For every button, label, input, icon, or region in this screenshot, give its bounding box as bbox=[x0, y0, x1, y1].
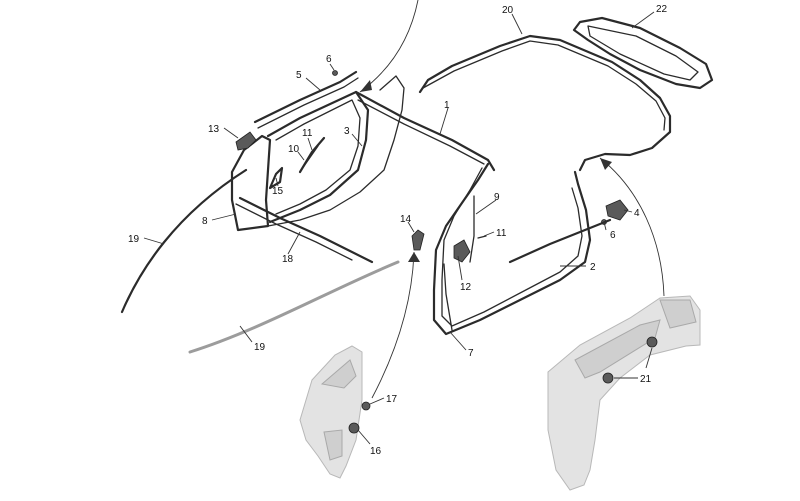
part-18-belt-moulding-edge bbox=[235, 203, 353, 261]
part-2-door-seal-right-sill bbox=[508, 218, 612, 264]
callout-17: 17 bbox=[386, 394, 398, 405]
part-16-nut bbox=[348, 422, 360, 434]
part-2-door-seal-right-inner bbox=[441, 167, 583, 327]
callout-11-left: 11 bbox=[302, 128, 313, 139]
part-18-belt-moulding bbox=[238, 196, 374, 264]
part-20-header-seal-inner bbox=[422, 40, 666, 131]
callout-18: 18 bbox=[282, 254, 294, 265]
part-9-channel bbox=[469, 195, 475, 263]
part-19-upper-moulding bbox=[120, 168, 248, 314]
callout-5: 5 bbox=[296, 70, 302, 81]
callout-2: 2 bbox=[590, 262, 596, 273]
part-1-door-frame-seal-inner bbox=[357, 99, 485, 165]
callout-10: 10 bbox=[288, 144, 300, 155]
callout-15: 15 bbox=[272, 186, 284, 197]
part-8-door-seal-left-outer bbox=[267, 75, 405, 227]
part-5-rail-strip-edge bbox=[257, 77, 359, 129]
part-14-clip bbox=[411, 229, 425, 251]
callout-22: 22 bbox=[656, 4, 668, 15]
callout-3: 3 bbox=[344, 126, 350, 137]
part-4-bracket bbox=[605, 199, 629, 221]
part-17-screw bbox=[361, 401, 371, 411]
callout-16: 16 bbox=[370, 446, 382, 457]
callout-4: 4 bbox=[634, 208, 640, 219]
part-20-header-seal bbox=[418, 34, 672, 172]
part-21-grommet-lower bbox=[602, 372, 614, 384]
part-22-rear-seal bbox=[572, 16, 714, 90]
arrow-to-seal-right bbox=[599, 157, 665, 297]
callout-19-upper: 19 bbox=[128, 234, 140, 245]
part-19-lower-moulding bbox=[188, 260, 400, 354]
part-3-window-channel-left bbox=[266, 90, 370, 224]
callout-20: 20 bbox=[502, 5, 514, 16]
ghost-pillar-trim-left bbox=[299, 345, 363, 479]
arrow-to-clip-14 bbox=[371, 251, 420, 399]
part-1-door-frame-seal bbox=[354, 90, 496, 172]
callout-9: 9 bbox=[494, 192, 500, 203]
callout-13: 13 bbox=[208, 124, 220, 135]
part-7-vertical-strip bbox=[443, 263, 453, 331]
callout-14: 14 bbox=[400, 214, 412, 225]
part-11-strip-left bbox=[303, 145, 319, 167]
callout-21: 21 bbox=[640, 374, 652, 385]
arrow-to-frame bbox=[359, 0, 419, 93]
leader-lines bbox=[143, 11, 655, 445]
callout-12: 12 bbox=[460, 282, 472, 293]
part-3-window-channel-left-inner bbox=[275, 99, 361, 215]
callout-1: 1 bbox=[444, 100, 450, 111]
part-21-grommet-upper bbox=[646, 336, 658, 348]
callout-8: 8 bbox=[202, 216, 208, 227]
part-11-strip-right bbox=[477, 235, 487, 239]
part-13-mount bbox=[235, 131, 257, 151]
part-12-clip bbox=[453, 239, 471, 263]
part-2-door-seal-right bbox=[432, 162, 592, 336]
callout-7: 7 bbox=[468, 348, 474, 359]
part-6-clip-upper bbox=[332, 70, 338, 76]
part-5-rail-strip bbox=[253, 70, 358, 124]
part-22-rear-seal-inner bbox=[587, 25, 699, 81]
ghost-trim-panel-right bbox=[547, 295, 701, 491]
callout-6-right: 6 bbox=[610, 230, 616, 241]
part-15-bracket bbox=[268, 166, 284, 190]
callout-11-right: 11 bbox=[496, 228, 507, 239]
callout-19-lower: 19 bbox=[254, 342, 266, 353]
callout-6-upper: 6 bbox=[326, 54, 332, 65]
